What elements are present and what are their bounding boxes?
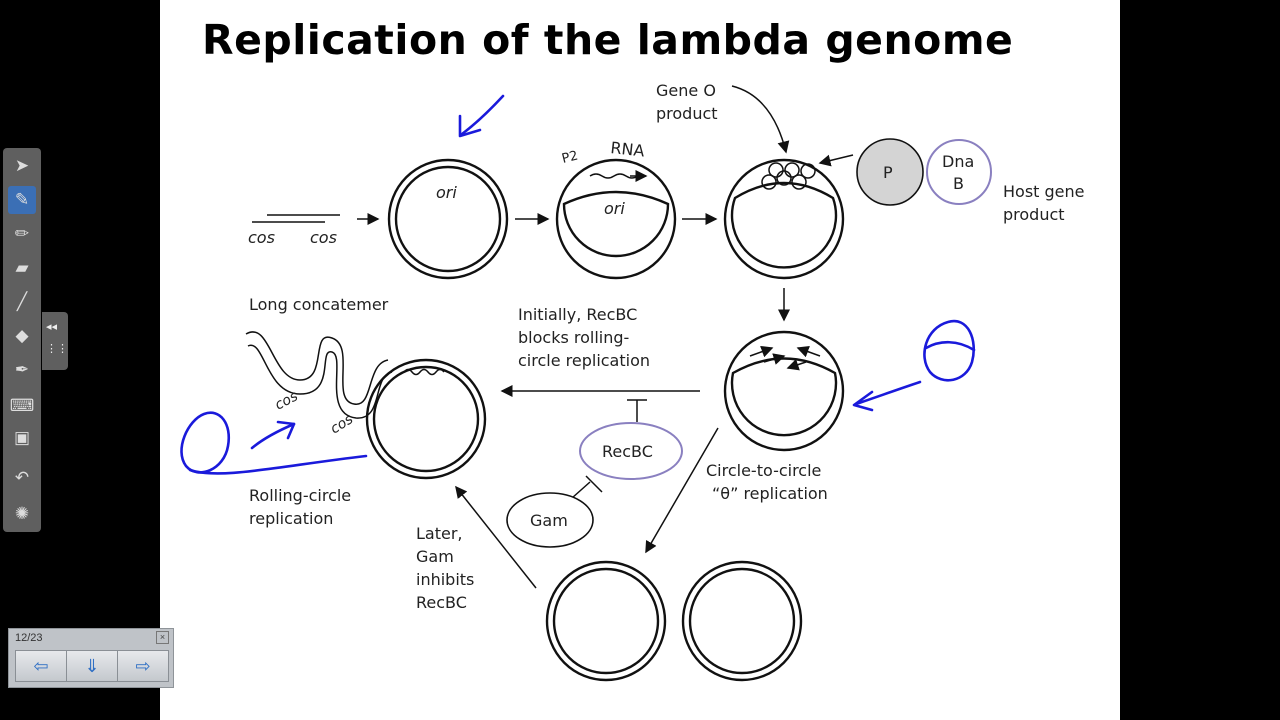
cos-label: cos <box>272 388 300 413</box>
keyboard-icon[interactable]: ⌨ <box>9 396 35 415</box>
circular-genome-transcription: ori P2 RNA <box>555 138 677 280</box>
page-indicator: 12/23 <box>15 632 43 644</box>
line-icon[interactable]: ╱ <box>16 292 28 311</box>
collapse-icon: ◂◂ <box>46 321 58 333</box>
ori-label: ori <box>436 183 457 202</box>
gam-protein <box>506 492 594 548</box>
theta-label: Circle-to-circle <box>706 461 821 480</box>
linear-dna: cos cos <box>248 214 340 247</box>
circular-genome-ori: ori <box>387 158 509 280</box>
fill-icon[interactable]: ✒ <box>14 360 30 379</box>
close-icon[interactable]: × <box>156 631 169 644</box>
daughter-circles <box>545 560 803 682</box>
gene-o-label: Gene O <box>656 81 716 100</box>
gam-label: Gam <box>530 511 568 530</box>
cos-label: cos <box>310 228 337 247</box>
slide-navigator: 12/23 × ⇦ ⇓ ⇨ <box>8 628 174 688</box>
slide-menu-button[interactable]: ⇓ <box>66 650 118 682</box>
rolling-circle-label: Rolling-circle <box>249 486 351 505</box>
highlighter-icon[interactable]: ✏ <box>14 224 30 243</box>
p2-label: P2 <box>560 148 579 166</box>
theta-replication-circle <box>723 330 845 452</box>
notes-icon[interactable]: ▣ <box>13 428 31 447</box>
cos-label: cos <box>248 228 275 247</box>
shapes-icon[interactable]: ◆ <box>15 326 29 345</box>
recbc-label: RecBC <box>602 442 653 461</box>
dnab-label: B <box>953 174 964 193</box>
pen-icon[interactable]: ✎ <box>8 186 36 214</box>
recbc-block-label: blocks rolling- <box>518 328 629 347</box>
slide-title: Replication of the lambda genome <box>202 16 1014 64</box>
circular-genome-o-protein <box>723 158 845 280</box>
select-arrow-icon[interactable]: ➤ <box>14 156 30 175</box>
annotation-toolbar: ➤ ✎ ✏ ▰ ╱ ◆ ✒ ⌨ ▣ ↶ ✺ <box>3 148 41 532</box>
gam-inhibits-label: Later, <box>416 524 463 543</box>
recbc-protein <box>579 422 683 480</box>
ori-label: ori <box>604 199 625 218</box>
gam-inhibits-label: RecBC <box>416 593 467 612</box>
lambda-replication-diagram: cos cos ori ori P2 RNA <box>180 81 1085 682</box>
theta-label: “θ” replication <box>712 484 828 503</box>
gam-inhibits-label: inhibits <box>416 570 474 589</box>
previous-slide-button[interactable]: ⇦ <box>15 650 67 682</box>
eraser-icon[interactable]: ▰ <box>15 258 29 277</box>
rna-label: RNA <box>610 138 646 160</box>
grip-icon: ⋮⋮ <box>46 343 68 355</box>
toolbar-collapse-tab[interactable]: ◂◂ ⋮⋮ <box>42 312 68 370</box>
gam-inhibits-label: Gam <box>416 547 454 566</box>
cos-label: cos <box>328 411 356 437</box>
host-gene-label: product <box>1003 205 1065 224</box>
next-slide-button[interactable]: ⇨ <box>117 650 169 682</box>
host-gene-label: Host gene <box>1003 182 1085 201</box>
recbc-block-label: Initially, RecBC <box>518 305 637 324</box>
ink-annotations <box>180 94 976 475</box>
settings-icon[interactable]: ✺ <box>14 504 30 523</box>
undo-icon[interactable]: ↶ <box>14 468 30 487</box>
recbc-block-label: circle replication <box>518 351 650 370</box>
gene-o-label: product <box>656 104 718 123</box>
dnab-label: Dna <box>942 152 974 171</box>
slide-canvas: Replication of the lambda genome cos cos… <box>160 0 1120 720</box>
p-protein-label: P <box>883 163 893 182</box>
rolling-circle-label: replication <box>249 509 333 528</box>
concatemer-label: Long concatemer <box>249 295 389 314</box>
host-proteins: P Dna B <box>818 138 992 206</box>
